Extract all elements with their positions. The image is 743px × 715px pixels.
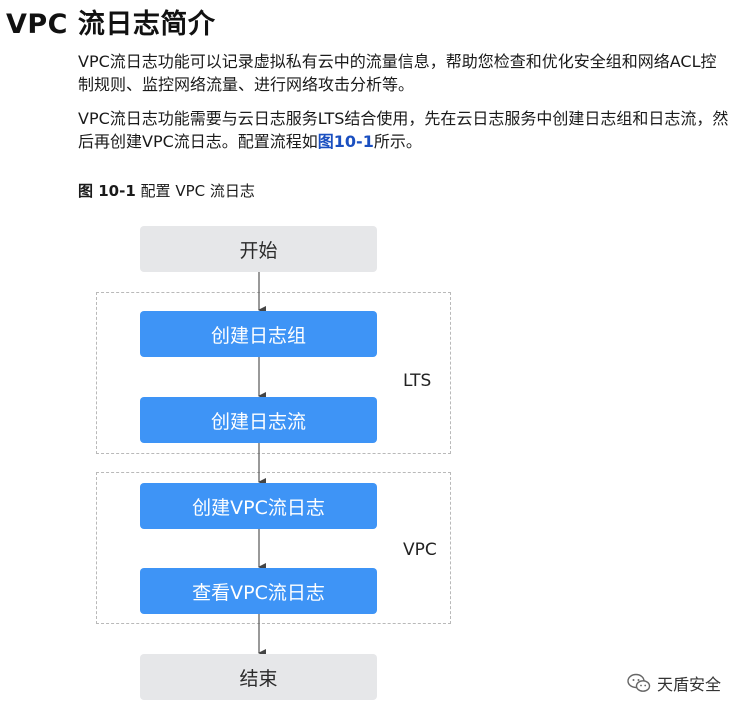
flow-view-vpc-flow-log: 查看VPC流日志 [140,568,377,614]
flow-end-node: 结束 [140,654,377,700]
figure-caption: 图 10-1 配置 VPC 流日志 [78,180,255,201]
vpc-group-box [96,472,451,624]
lts-group-box [96,292,451,454]
flow-create-vpc-flow-log: 创建VPC流日志 [140,483,377,529]
flow-create-log-stream: 创建日志流 [140,397,377,443]
config-paragraph-text: VPC流日志功能需要与云日志服务LTS结合使用，先在云日志服务中创建日志组和日志… [78,109,729,151]
watermark: 天盾安全 [627,671,721,695]
flow-start-node: 开始 [140,226,377,272]
wechat-icon [627,673,651,692]
page-title: VPC 流日志简介 [6,9,216,40]
vpc-group-label: VPC [403,540,437,560]
watermark-text: 天盾安全 [656,675,721,694]
flow-create-log-group: 创建日志组 [140,311,377,357]
lts-group-label: LTS [403,371,432,391]
intro-paragraph: VPC流日志功能可以记录虚拟私有云中的流量信息，帮助您检查和优化安全组和网络AC… [78,52,717,94]
config-paragraph-tail: 所示。 [373,132,422,151]
figure-title: 配置 VPC 流日志 [140,182,255,200]
figure-link[interactable]: 图10-1 [317,132,374,151]
figure-number: 图 10-1 [78,182,136,200]
config-paragraph: VPC流日志功能需要与云日志服务LTS结合使用，先在云日志服务中创建日志组和日志… [78,107,730,153]
